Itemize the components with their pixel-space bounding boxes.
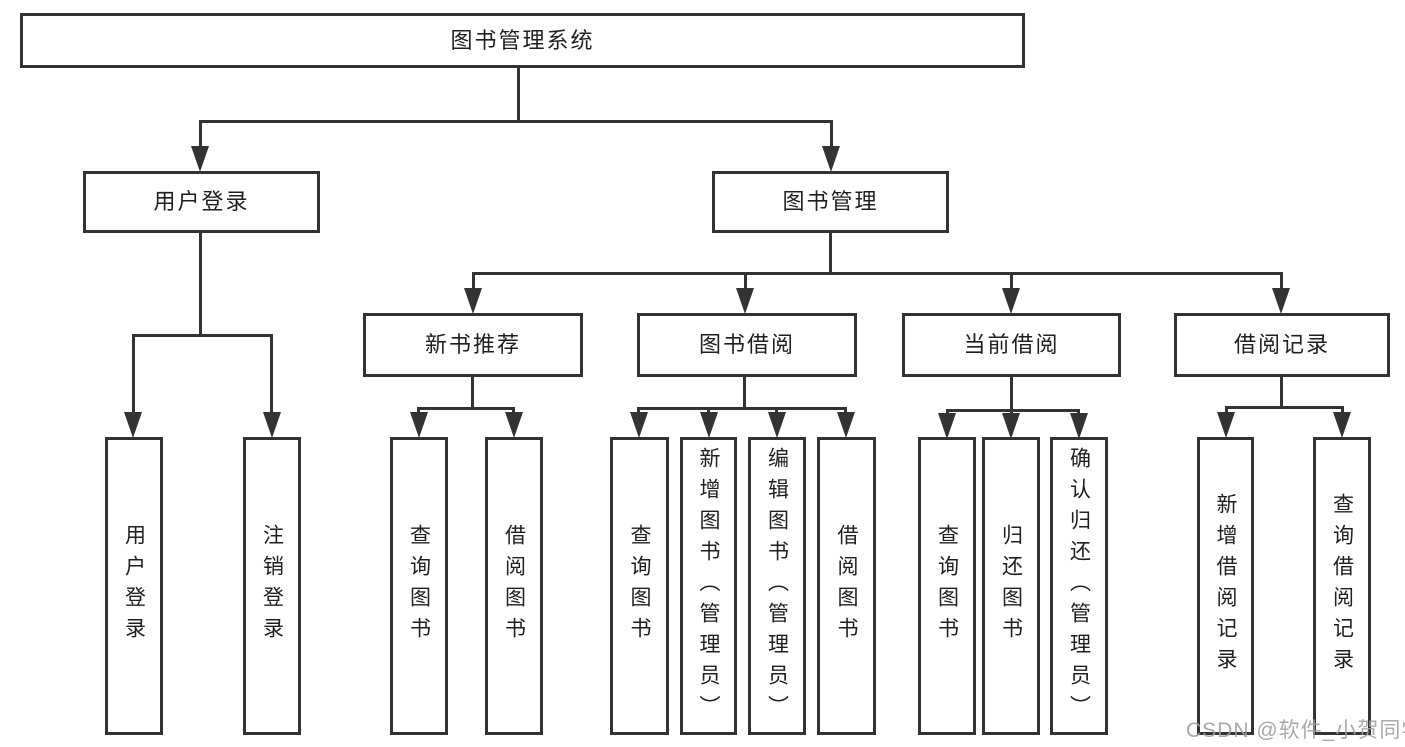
arrowhead-icon (263, 412, 281, 438)
connector-line (743, 377, 746, 409)
leaf-return-books: 归还图书 (982, 437, 1040, 735)
leaf-query-books-borrowing: 查询图书 (610, 437, 669, 735)
leaf-query-books-recommend: 查询图书 (390, 437, 448, 735)
connector-line (1225, 406, 1343, 409)
connector-line (1280, 377, 1283, 408)
connector-line (517, 68, 520, 122)
arrowhead-icon (1333, 412, 1351, 438)
arrowhead-icon (768, 412, 786, 438)
leaf-borrow-books-recommend: 借阅图书 (485, 437, 543, 735)
leaf-label: 查询图书 (628, 524, 651, 648)
connector-line (638, 407, 847, 410)
arrowhead-icon (505, 412, 523, 438)
connector-line (132, 334, 135, 416)
node-book-borrowing: 图书借阅 (637, 313, 857, 377)
arrowhead-icon (1002, 413, 1020, 439)
arrowhead-icon (464, 288, 482, 314)
leaf-borrow-books: 借阅图书 (817, 437, 876, 735)
node-current-borrowing: 当前借阅 (902, 313, 1121, 377)
connector-line (199, 120, 202, 152)
connector-line (1010, 377, 1013, 411)
leaf-label: 查询图书 (407, 524, 431, 648)
connector-line (199, 233, 202, 336)
connector-line (270, 334, 273, 416)
leaf-label: 借阅图书 (835, 524, 858, 648)
leaf-label: 确认归还（管理员） (1067, 446, 1091, 726)
arrowhead-icon (1217, 412, 1235, 438)
leaf-add-borrow-record: 新增借阅记录 (1197, 437, 1254, 735)
connector-line (472, 272, 475, 294)
node-new-book-recommend: 新书推荐 (363, 313, 583, 377)
arrowhead-icon (1070, 413, 1088, 439)
leaf-label: 注销登录 (260, 524, 284, 648)
connector-line (200, 120, 832, 123)
leaf-label: 归还图书 (999, 524, 1023, 648)
connector-line (829, 233, 832, 274)
leaf-label: 借阅图书 (502, 524, 526, 648)
arrowhead-icon (837, 412, 855, 438)
arrowhead-icon (1272, 288, 1290, 314)
connector-line (1010, 272, 1013, 294)
connector-line (946, 409, 1080, 412)
arrowhead-icon (124, 412, 142, 438)
leaf-add-books-admin: 新增图书（管理员） (680, 437, 737, 735)
arrowhead-icon (822, 146, 840, 172)
leaf-confirm-return-admin: 确认归还（管理员） (1050, 437, 1108, 735)
leaf-user-login: 用户登录 (105, 437, 163, 735)
leaf-logout: 注销登录 (243, 437, 301, 735)
leaf-edit-books-admin: 编辑图书（管理员） (748, 437, 806, 735)
node-book-management: 图书管理 (712, 171, 949, 233)
arrowhead-icon (630, 412, 648, 438)
node-user-login: 用户登录 (83, 171, 320, 233)
csdn-watermark: CSDN @软件_小贺同学 (1186, 719, 1405, 742)
leaf-label: 编辑图书（管理员） (765, 446, 789, 726)
arrowhead-icon (1002, 288, 1020, 314)
arrowhead-icon (410, 412, 428, 438)
leaf-label: 查询借阅记录 (1330, 493, 1354, 679)
connector-line (418, 407, 515, 410)
connector-line (830, 120, 833, 152)
arrowhead-icon (191, 146, 209, 172)
arrowhead-icon (700, 412, 718, 438)
leaf-label: 查询图书 (935, 524, 959, 648)
arrowhead-icon (938, 413, 956, 439)
leaf-query-books-current: 查询图书 (918, 437, 976, 735)
leaf-label: 新增图书（管理员） (697, 446, 720, 726)
connector-line (472, 272, 1282, 275)
connector-line (471, 377, 474, 409)
arrowhead-icon (736, 288, 754, 314)
connector-line (1280, 272, 1283, 294)
node-borrow-records: 借阅记录 (1174, 313, 1390, 377)
leaf-label: 新增借阅记录 (1214, 493, 1237, 679)
leaf-label: 用户登录 (122, 524, 146, 648)
connector-line (132, 334, 273, 337)
connector-line (744, 272, 747, 294)
leaf-query-borrow-record: 查询借阅记录 (1313, 437, 1371, 735)
node-root: 图书管理系统 (20, 13, 1025, 68)
